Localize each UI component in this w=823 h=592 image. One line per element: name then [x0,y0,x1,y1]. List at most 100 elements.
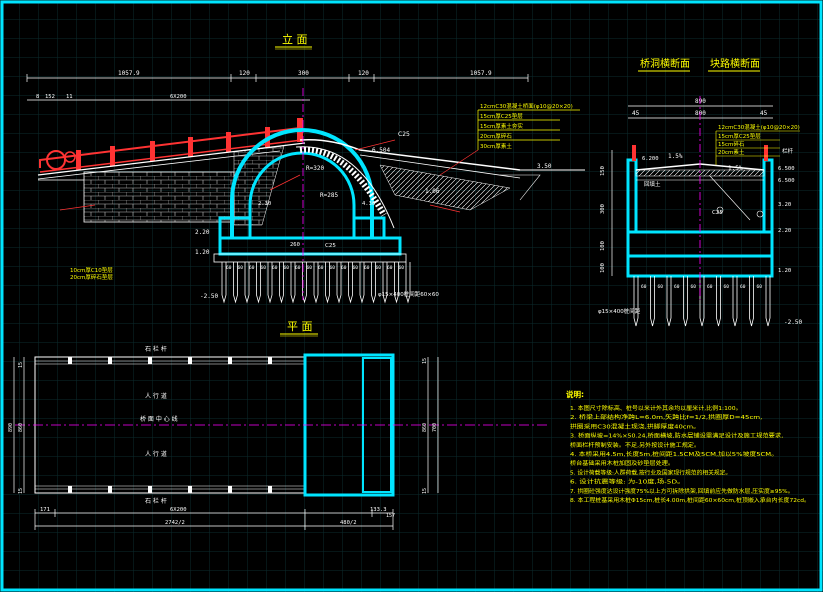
section-dim-3: 45 [760,110,768,117]
elev-sub-dim-1: 8 [36,94,39,100]
elev-pile-spacing: 60 [399,265,405,271]
elev-layer-4: 20cm厚碎石 [480,132,512,140]
elev-bed-1: 10cm厚C10垫层 [70,266,113,274]
note-line: 8. 本工程桩基采用木桩Φ15cm,桩长4.00m,桩间距60×60cm,桩顶嵌… [570,496,810,504]
plan-bottom-dim-3: 133.3 [370,507,387,513]
note-line: 拱圈采用C30混凝土现浇,拱脚厚度40cm。 [570,422,700,430]
elev-pile-spacing: 60 [295,265,301,271]
section-layer-3: 15cm碎石 [718,140,745,148]
elev-pile [325,262,330,304]
elevation-title: 立 面 [282,32,308,46]
section-pile-note: φ15×400桩间距 [598,307,641,315]
elev-pile [348,262,353,304]
elev-pile [336,262,342,304]
section-layer-callout: 12cmC30混凝土(φ10@20×20) 15cm厚C25垫层 15cm碎石 … [715,123,800,165]
elev-pile [221,262,227,304]
elev-label-r285: R=285 [320,192,338,199]
elev-pile-spacing: 60 [307,265,313,271]
plan-right-dim-3: 15 [422,488,428,494]
elev-label-c25-base: C25 [325,243,336,249]
section-railing: 栏杆 [782,147,794,155]
section-title-path: 块路横断面 [710,57,760,70]
section-pile [765,276,771,327]
section-slope-2: 1.5% [728,165,743,172]
plan-total-dim-2: 480/2 [340,520,357,526]
plan-left-outer: 890 [8,423,14,432]
elev-label-c25: C25 [398,131,410,138]
elev-pile [244,262,250,304]
elev-pile [359,262,365,304]
elev-label-106: 1.06 [425,188,440,195]
section-vdim-4: 100 [600,263,606,273]
elev-pile-spacing: 60 [330,265,336,271]
elev-pile-spacing: 60 [376,265,382,271]
section-pile-spacing: 60 [674,284,680,290]
arch-ring-inner [248,151,356,238]
elev-layer-2: 15cm厚C25垫层 [480,112,523,120]
section-pile [683,276,688,327]
plan-center-label: 桥 面 中 心 线 [140,415,178,423]
plan-rail-posts [68,357,272,493]
plan-walk-top: 人 行 道 [145,392,167,400]
notes-heading: 说明: [566,389,584,399]
section-layer-4: 20cm素土 [718,148,745,156]
elev-label-230: 2.30 [258,201,271,207]
section-vdim-2: 300 [600,204,606,214]
elev-pile [302,262,307,304]
elev-pile [405,262,411,304]
section-c25: C25 [712,210,723,216]
section-pile-spacing: 60 [658,284,664,290]
section-pile [633,276,639,327]
note-line: 7. 拱圈砼强度达设计强度75%以上方可拆除拱架,回填前应先做防水层,压实度≥9… [570,487,794,495]
elev-label-220: 2.20 [195,229,210,236]
elev-layer-3: 15cm厚素土夯实 [480,122,523,130]
elev-pile-note: φ15×400桩间距60×60 [378,290,439,298]
elev-pile-spacing: 60 [249,265,255,271]
elevation-view: 立 面 1057.9 120 300 120 1057.9 8 152 11 6… [26,32,585,304]
elev-pile-spacing: 60 [353,265,359,271]
design-notes: 说明: 1. 本图尺寸除标高、桩号以米计外其余均以厘米计,比例1:100。2. … [566,389,810,504]
section-elev-3: 6.500 [778,178,795,184]
elev-pile-spacing: 60 [318,265,324,271]
section-fill: 回填土 [644,180,661,188]
elev-pile-spacing: 60 [364,265,370,271]
section-slope-1: 1.5% [668,153,683,160]
note-line: 6. 设计抗震等级: 为-10度,场-5D。 [570,478,684,486]
section-pile [699,276,705,327]
note-line: 5. 设计荷载等级:人群荷载,按行业及国家现行规范的相关规定。 [570,468,731,476]
plan-title: 平 面 [287,320,313,333]
elev-dim-1: 1057.9 [118,70,140,77]
elev-label-r320: R=320 [306,165,324,172]
elev-sub-dim-2: 152 [45,94,55,100]
arch-ring-outer [230,128,374,238]
elev-pile-spacing: 60 [226,265,232,271]
section-pile-spacing: 60 [757,284,763,290]
elev-layer-1: 12cmC30混凝土桥面(φ10@20×20) [480,102,573,110]
elev-pile [267,262,273,304]
section-elev-6: 1.20 [778,268,791,274]
elev-sub-dim-3: 11 [66,94,73,100]
note-line: 4. 本桥采用4.5m,长度5m,桩间距1.5CM及5CM,加以5%坡度5CM。 [570,450,778,458]
elev-pile [394,262,399,304]
plan-right-outer: 700 [432,423,438,432]
plan-bottom-dim-4: 157 [386,513,395,519]
elev-bed-2: 20cm厚碎石垫层 [70,273,113,281]
elev-label-120: 1.20 [195,249,210,256]
elev-label-6504: 6.504 [372,147,390,154]
plan-rail-top: 石 栏 杆 [145,345,167,353]
plan-right-dim-1: 15 [422,358,428,364]
section-pile [666,276,672,327]
elev-dim-5: 1057.9 [470,70,492,77]
section-dim-1: 45 [632,110,640,117]
abutment-masonry [83,171,235,223]
section-vdim-3: 100 [600,241,606,251]
plan-bottom-dim-2: 6X200 [170,507,187,513]
plan-left-dim-1: 15 [18,362,24,368]
elev-dim-4: 120 [358,70,369,77]
plan-left-dim-3: 15 [18,488,24,494]
note-line: 桥面栏杆预制安装。不足,另外按设计施工规定。 [570,441,700,449]
